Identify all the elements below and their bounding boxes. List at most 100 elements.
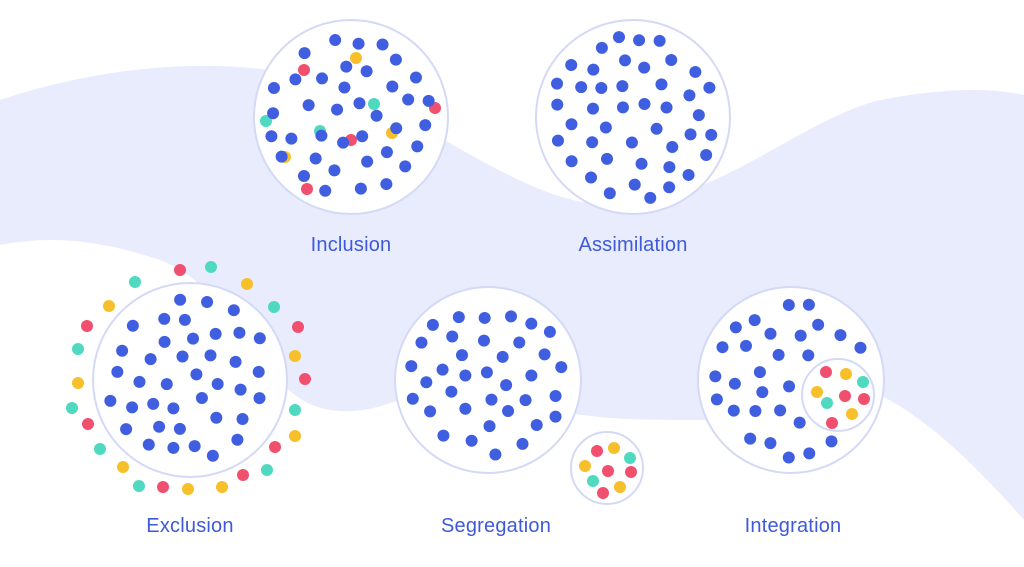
- dot-majority: [437, 429, 450, 442]
- dot-minority: [368, 98, 380, 110]
- dot-majority: [126, 401, 139, 414]
- dot-excluded: [182, 483, 194, 495]
- dot-majority: [265, 130, 278, 143]
- dot-majority: [812, 318, 825, 331]
- dot-excluded: [299, 373, 311, 385]
- dot-majority: [390, 122, 403, 135]
- dot-excluded: [237, 469, 249, 481]
- dot-majority: [111, 365, 124, 378]
- dot-majority: [727, 404, 740, 417]
- dot-majority: [267, 107, 280, 120]
- dot-majority: [599, 121, 612, 134]
- dot-majority: [204, 349, 217, 362]
- dot-majority: [356, 130, 369, 143]
- dot-majority: [692, 109, 705, 122]
- dot-integrated: [857, 376, 869, 388]
- dot-majority: [331, 103, 344, 116]
- dot-majority: [782, 451, 795, 464]
- dot-majority: [551, 134, 564, 147]
- dot-majority: [595, 82, 608, 95]
- dot-majority: [234, 383, 247, 396]
- group-dots: [66, 31, 870, 499]
- dot-majority: [729, 321, 742, 334]
- dot-majority: [402, 93, 415, 106]
- dot-majority: [565, 58, 578, 71]
- dot-majority: [644, 191, 657, 204]
- label-integration: Integration: [744, 515, 842, 537]
- dot-majority: [160, 378, 173, 391]
- dot-majority: [489, 448, 502, 461]
- dot-majority: [710, 393, 723, 406]
- dot-majority: [587, 63, 600, 76]
- dot-majority: [354, 182, 367, 195]
- dot-excluded: [133, 480, 145, 492]
- dot-majority: [485, 393, 498, 406]
- dot-majority: [236, 413, 249, 426]
- dot-majority: [748, 314, 761, 327]
- dot-majority: [380, 146, 393, 159]
- dot-segregated: [624, 452, 636, 464]
- dot-majority: [297, 169, 310, 182]
- dot-majority: [389, 53, 402, 66]
- dot-segregated: [614, 481, 626, 493]
- dot-majority: [854, 341, 867, 354]
- dot-majority: [126, 319, 139, 332]
- dot-majority: [455, 349, 468, 362]
- dot-majority: [516, 437, 529, 450]
- dot-majority: [267, 82, 280, 95]
- dot-excluded: [82, 418, 94, 430]
- dot-majority: [802, 298, 815, 311]
- dot-majority: [689, 65, 702, 78]
- label-exclusion: Exclusion: [146, 515, 234, 537]
- dot-majority: [793, 416, 806, 429]
- dot-excluded: [292, 321, 304, 333]
- dot-majority: [406, 392, 419, 405]
- dot-majority: [551, 98, 564, 111]
- dot-majority: [555, 361, 568, 374]
- dot-majority: [543, 325, 556, 338]
- dot-majority: [549, 390, 562, 403]
- dot-majority: [483, 420, 496, 433]
- dot-majority: [753, 366, 766, 379]
- dot-majority: [709, 370, 722, 383]
- dot-majority: [682, 168, 695, 181]
- dot-majority: [209, 327, 222, 340]
- dot-majority: [173, 422, 186, 435]
- dot-majority: [206, 449, 219, 462]
- dot-majority: [538, 348, 551, 361]
- dot-excluded: [216, 481, 228, 493]
- dot-majority: [210, 411, 223, 424]
- dot-majority: [120, 423, 133, 436]
- dot-integrated: [821, 397, 833, 409]
- dot-majority: [513, 336, 526, 349]
- dot-excluded: [241, 278, 253, 290]
- dot-majority: [153, 420, 166, 433]
- dot-majority: [370, 109, 383, 122]
- dot-majority: [142, 438, 155, 451]
- dot-excluded: [72, 377, 84, 389]
- dot-majority: [422, 94, 435, 107]
- dot-majority: [233, 326, 246, 339]
- dot-excluded: [174, 264, 186, 276]
- dot-majority: [477, 334, 490, 347]
- dot-majority: [772, 348, 785, 361]
- dot-majority: [703, 81, 716, 94]
- dot-majority: [231, 433, 244, 446]
- dot-majority: [133, 375, 146, 388]
- dot-majority: [628, 178, 641, 191]
- dot-majority: [803, 447, 816, 460]
- dot-majority: [638, 98, 651, 111]
- dot-majority: [619, 54, 632, 67]
- dot-majority: [478, 311, 491, 324]
- dot-segregated: [602, 465, 614, 477]
- dot-majority: [426, 318, 439, 331]
- dot-majority: [201, 295, 214, 308]
- dot-majority: [340, 60, 353, 73]
- dot-majority: [744, 432, 757, 445]
- dot-majority: [253, 392, 266, 405]
- dot-majority: [298, 47, 311, 60]
- dot-majority: [195, 392, 208, 405]
- dot-majority: [519, 394, 532, 407]
- dot-minority: [301, 183, 313, 195]
- dot-integrated: [811, 386, 823, 398]
